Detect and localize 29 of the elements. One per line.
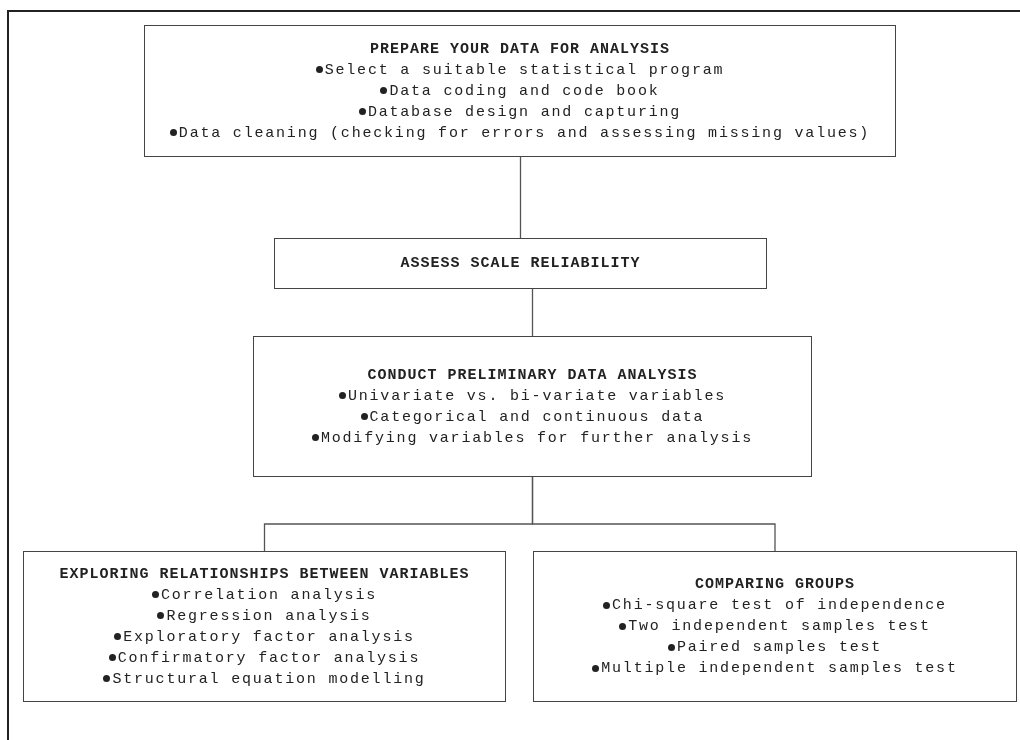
bullet-item: Multiple independent samples test bbox=[592, 658, 958, 679]
bullet-item: Structural equation modelling bbox=[103, 668, 426, 690]
bullet-item: Select a suitable statistical program bbox=[315, 59, 725, 81]
process-box bbox=[253, 336, 812, 477]
box-heading: CONDUCT PRELIMINARY DATA ANALYSIS bbox=[367, 365, 698, 386]
bullet-item: Paired samples test bbox=[667, 637, 883, 658]
connector-line bbox=[531, 288, 534, 337]
process-box bbox=[274, 238, 767, 289]
process-box bbox=[144, 25, 896, 157]
box-heading: EXPLORING RELATIONSHIPS BETWEEN VARIABLES bbox=[59, 564, 470, 585]
box-heading: ASSESS SCALE RELIABILITY bbox=[400, 254, 641, 274]
bullet-item: Database design and capturing bbox=[358, 101, 682, 123]
connector-line bbox=[519, 156, 522, 239]
bullet-item: Confirmatory factor analysis bbox=[108, 647, 421, 669]
bullet-item: Chi-square test of independence bbox=[603, 595, 947, 616]
bullet-item: Exploratory factor analysis bbox=[114, 626, 415, 648]
box-heading: COMPARING GROUPS bbox=[695, 575, 855, 595]
bullet-item: Categorical and continuous data bbox=[360, 406, 705, 428]
bullet-item: Data cleaning (checking for errors and assessing missing values) bbox=[169, 122, 871, 144]
process-box bbox=[533, 551, 1017, 702]
bullet-item: Regression analysis bbox=[157, 605, 372, 627]
bullet-item: Correlation analysis bbox=[152, 584, 377, 606]
bullet-item: Two independent samples test bbox=[619, 616, 931, 637]
bullet-item: Data coding and code book bbox=[380, 80, 660, 102]
bullet-item: Univariate vs. bi-variate variables bbox=[338, 385, 727, 407]
connector-line bbox=[531, 476, 776, 552]
process-box bbox=[23, 551, 506, 702]
box-heading: PREPARE YOUR DATA FOR ANALYSIS bbox=[369, 39, 670, 60]
bullet-item: Modifying variables for further analysis bbox=[311, 427, 754, 449]
